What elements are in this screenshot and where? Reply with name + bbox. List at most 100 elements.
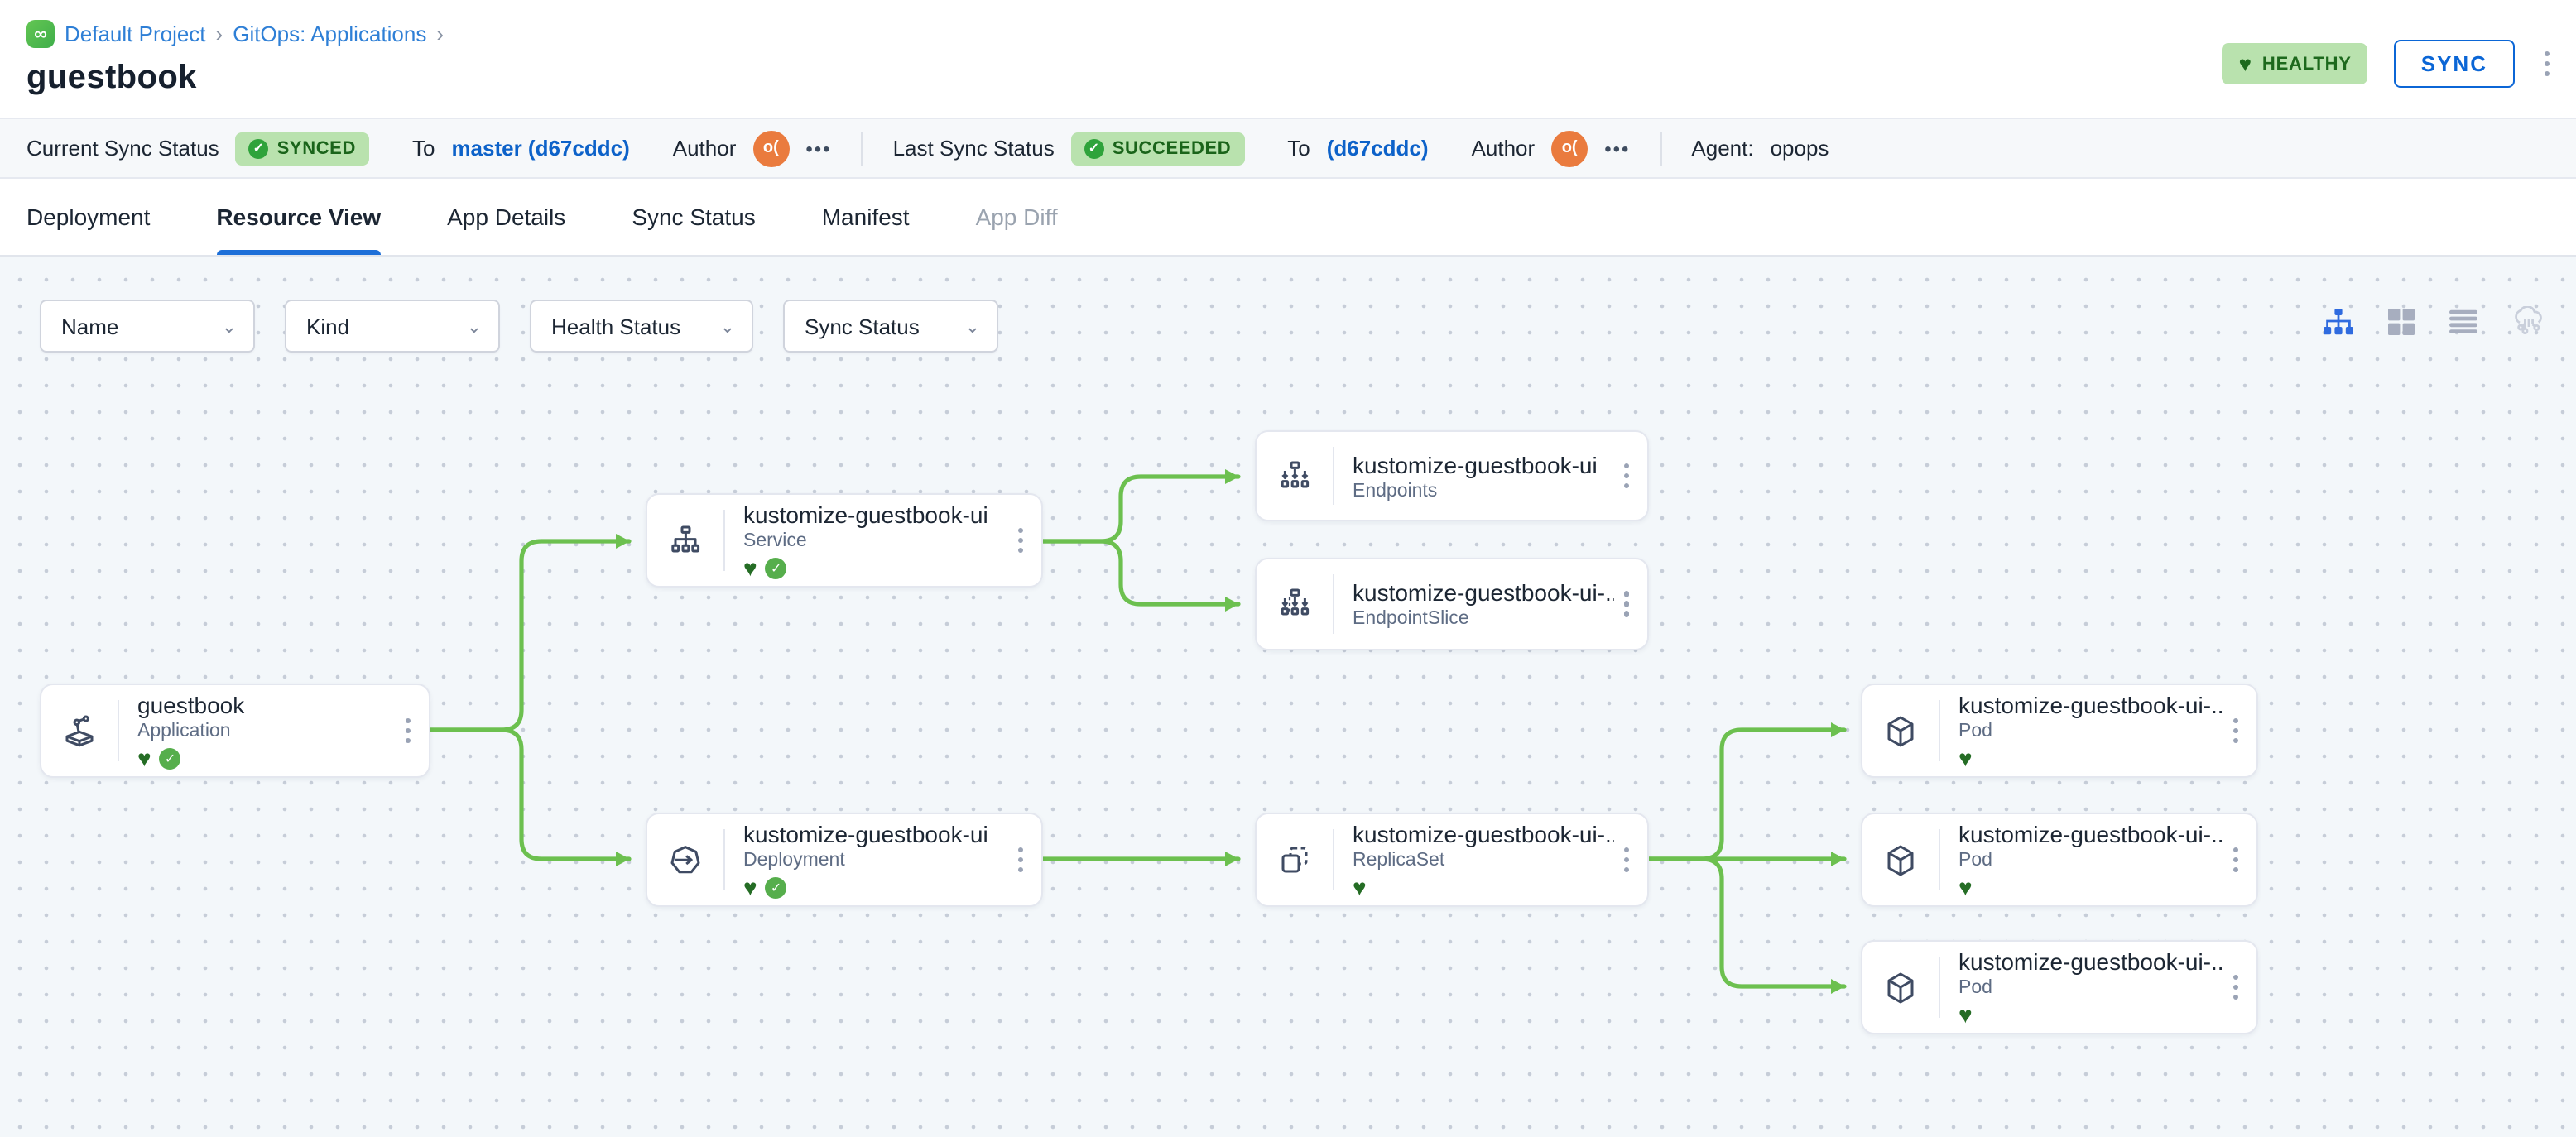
tab-app-details[interactable]: App Details [447, 204, 566, 230]
node-pod-3[interactable]: kustomize-guestbook-ui-... Pod ♥ [1861, 940, 2258, 1034]
node-kebab-menu-icon[interactable] [1014, 525, 1026, 557]
node-replicaset-kustomize-guestbook-ui[interactable]: kustomize-guestbook-ui-... ReplicaSet ♥ [1255, 813, 1649, 907]
synced-check-icon: ✓ [765, 557, 787, 578]
healthy-heart-icon: ♥ [743, 874, 757, 900]
tab-sync-status[interactable]: Sync Status [632, 204, 756, 230]
filter-kind-dropdown[interactable]: Kind ⌄ [285, 300, 500, 353]
header-kebab-menu-icon[interactable] [2540, 48, 2553, 80]
healthy-heart-icon: ♥ [743, 554, 757, 581]
node-kebab-menu-icon[interactable] [2229, 971, 2242, 1004]
filter-label: Health Status [551, 314, 681, 338]
node-pod-2[interactable]: kustomize-guestbook-ui-... Pod ♥ [1861, 813, 2258, 907]
node-service-kustomize-guestbook-ui[interactable]: kustomize-guestbook-ui Service ♥ ✓ [646, 493, 1043, 588]
application-icon [41, 711, 118, 751]
node-kebab-menu-icon[interactable] [2229, 715, 2242, 747]
chevron-down-icon: ⌄ [466, 317, 482, 337]
to-label: To [411, 136, 435, 161]
resource-edges [428, 469, 1847, 994]
resource-tree-canvas: Name ⌄ Kind ⌄ Health Status ⌄ Sync Statu… [0, 257, 2576, 1137]
node-kind: Pod [1958, 722, 1992, 741]
node-kebab-menu-icon[interactable] [1014, 844, 1026, 876]
health-status-badge: ♥ HEALTHY [2222, 43, 2368, 84]
node-title: guestbook [137, 692, 245, 718]
synced-badge-label: SYNCED [276, 138, 356, 158]
view-toggle-group [2323, 306, 2546, 336]
node-kebab-menu-icon[interactable] [2229, 844, 2242, 876]
filter-health-status-dropdown[interactable]: Health Status ⌄ [530, 300, 753, 353]
node-title: kustomize-guestbook-ui [743, 821, 988, 847]
filter-label: Sync Status [805, 314, 920, 338]
chevron-down-icon: ⌄ [221, 317, 237, 337]
last-sync-status-label: Last Sync Status [892, 136, 1055, 161]
node-kind: Deployment [743, 851, 845, 871]
node-application-guestbook[interactable]: guestbook Application ♥ ✓ [40, 684, 430, 778]
pod-icon [1862, 711, 1939, 751]
divider [861, 132, 863, 165]
node-kind: Service [743, 531, 807, 551]
breadcrumb-section-link[interactable]: GitOps: Applications [233, 22, 427, 46]
node-kebab-menu-icon[interactable] [401, 715, 414, 747]
tab-manifest[interactable]: Manifest [821, 204, 910, 230]
author-avatar: o( [1551, 130, 1588, 166]
more-info-icon[interactable]: ••• [1604, 137, 1631, 160]
tree-view-icon[interactable] [2323, 307, 2354, 335]
synced-badge: ✓ SYNCED [235, 132, 369, 165]
node-pod-1[interactable]: kustomize-guestbook-ui-... Pod ♥ [1861, 684, 2258, 778]
node-kind: Pod [1958, 978, 1992, 998]
healthy-heart-icon: ♥ [1958, 874, 1973, 900]
node-kebab-menu-icon[interactable] [1620, 844, 1632, 876]
tab-bar: Deployment Resource View App Details Syn… [0, 179, 2576, 257]
agent-label: Agent: [1691, 136, 1754, 161]
tab-app-diff: App Diff [975, 204, 1058, 230]
divider [1660, 132, 1662, 165]
node-kind: Pod [1958, 851, 1992, 871]
node-kebab-menu-icon[interactable] [1620, 588, 1632, 621]
breadcrumb: ∞ Default Project › GitOps: Applications… [26, 20, 2550, 48]
sync-button[interactable]: SYNC [2394, 40, 2514, 88]
tab-resource-view[interactable]: Resource View [216, 179, 382, 255]
filter-name-dropdown[interactable]: Name ⌄ [40, 300, 255, 353]
tab-deployment[interactable]: Deployment [26, 204, 151, 230]
pod-icon [1862, 840, 1939, 880]
replicaset-icon [1257, 840, 1333, 880]
agent-value: opops [1770, 136, 1829, 161]
check-circle-icon: ✓ [248, 138, 269, 158]
node-endpoints-kustomize-guestbook-ui[interactable]: kustomize-guestbook-ui Endpoints [1255, 430, 1649, 521]
to-label: To [1287, 136, 1310, 161]
node-kebab-menu-icon[interactable] [1620, 460, 1632, 492]
breadcrumb-separator: › [436, 22, 445, 46]
filter-sync-status-dropdown[interactable]: Sync Status ⌄ [783, 300, 998, 353]
synced-check-icon: ✓ [159, 747, 181, 769]
list-view-icon[interactable] [2449, 309, 2478, 333]
succeeded-badge: ✓ SUCCEEDED [1070, 132, 1245, 165]
node-endpointslice-kustomize-guestbook-ui[interactable]: kustomize-guestbook-ui-... EndpointSlice [1255, 558, 1649, 650]
node-title: kustomize-guestbook-ui-... [1353, 821, 1613, 847]
node-title: kustomize-guestbook-ui-... [1958, 692, 2223, 718]
synced-check-icon: ✓ [765, 876, 787, 898]
pod-icon [1862, 967, 1939, 1007]
node-deployment-kustomize-guestbook-ui[interactable]: kustomize-guestbook-ui Deployment ♥ ✓ [646, 813, 1043, 907]
breadcrumb-project-link[interactable]: Default Project [65, 22, 206, 46]
app-logo-icon: ∞ [26, 20, 55, 48]
endpointslice-icon [1257, 584, 1333, 624]
node-title: kustomize-guestbook-ui-... [1958, 948, 2223, 975]
last-commit-link[interactable]: (d67cddc) [1326, 136, 1429, 161]
sync-status-bar: Current Sync Status ✓ SYNCED To master (… [0, 118, 2576, 179]
author-label: Author [672, 136, 737, 161]
node-title: kustomize-guestbook-ui [1353, 451, 1598, 477]
node-title: kustomize-guestbook-ui-... [1958, 821, 2223, 847]
more-info-icon[interactable]: ••• [805, 137, 832, 160]
service-icon [647, 521, 723, 560]
current-commit-link[interactable]: master (d67cddc) [451, 136, 630, 161]
node-title: kustomize-guestbook-ui [743, 501, 988, 528]
heart-icon: ♥ [2238, 51, 2252, 76]
filter-label: Name [61, 314, 119, 338]
healthy-heart-icon: ♥ [1353, 874, 1367, 900]
deployment-icon [647, 840, 723, 880]
check-circle-icon: ✓ [1084, 138, 1104, 158]
page-title: guestbook [26, 60, 197, 96]
page-header: ∞ Default Project › GitOps: Applications… [0, 0, 2576, 118]
cloud-network-view-icon[interactable] [2511, 306, 2546, 336]
grid-view-icon[interactable] [2387, 307, 2415, 335]
